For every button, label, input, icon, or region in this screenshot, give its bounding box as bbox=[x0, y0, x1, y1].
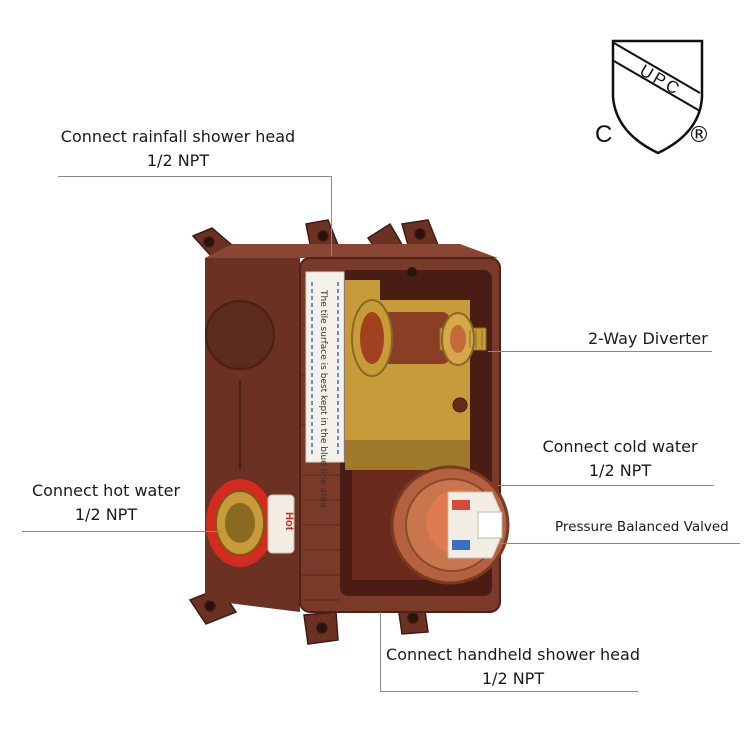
diverter-callout: 2-Way Diverter bbox=[588, 327, 708, 351]
upc-shield-band-line-2 bbox=[613, 60, 701, 112]
handheld-leader-v bbox=[380, 612, 381, 692]
cold-leader bbox=[498, 485, 714, 486]
cold-callout-title: Connect cold water bbox=[542, 437, 698, 456]
rainfall-leader-v bbox=[331, 176, 332, 256]
hot-callout: Connect hot water 1/2 NPT bbox=[18, 479, 194, 527]
tile-instruction-sticker: The tile surface is best kept in the blu… bbox=[305, 271, 345, 508]
pressure-leader bbox=[500, 543, 740, 544]
diverter-leader bbox=[488, 351, 712, 352]
bolt bbox=[452, 397, 468, 413]
pressure-cartridge bbox=[352, 465, 510, 585]
diverter-callout-title: 2-Way Diverter bbox=[588, 329, 708, 348]
handheld-callout: Connect handheld shower head 1/2 NPT bbox=[380, 643, 646, 691]
upc-certification-logo: UPC C ® bbox=[595, 39, 710, 155]
rainfall-callout: Connect rainfall shower head 1/2 NPT bbox=[40, 125, 316, 173]
hot-label: Hot bbox=[283, 512, 295, 531]
tile-instruction-text: The tile surface is best kept in the blu… bbox=[318, 289, 328, 508]
rainfall-callout-title: Connect rainfall shower head bbox=[60, 127, 296, 146]
rainfall-leader-h bbox=[58, 176, 332, 177]
handheld-callout-size: 1/2 NPT bbox=[481, 669, 545, 688]
upc-c-letter: C bbox=[595, 121, 612, 148]
side-cap bbox=[205, 300, 275, 370]
upc-shield-band-line bbox=[613, 42, 701, 94]
hot-water-inlet: Hot bbox=[206, 479, 295, 567]
cold-callout-size: 1/2 NPT bbox=[588, 461, 652, 480]
pressure-callout: Pressure Balanced Valved bbox=[555, 515, 729, 539]
diverter-stem bbox=[351, 299, 487, 377]
handheld-callout-title: Connect handheld shower head bbox=[386, 645, 640, 664]
hot-callout-size: 1/2 NPT bbox=[74, 505, 138, 524]
handheld-leader-h bbox=[380, 691, 638, 692]
cold-callout: Connect cold water 1/2 NPT bbox=[525, 435, 715, 483]
brass-block-shade bbox=[345, 440, 470, 470]
rainfall-callout-size: 1/2 NPT bbox=[146, 151, 210, 170]
registered-icon: ® bbox=[688, 123, 710, 148]
valve-body-top-face bbox=[205, 244, 498, 258]
hot-callout-title: Connect hot water bbox=[31, 481, 181, 500]
pressure-callout-title: Pressure Balanced Valved bbox=[555, 519, 729, 535]
upc-shield-icon bbox=[611, 39, 704, 155]
hot-leader bbox=[22, 531, 222, 532]
bolt bbox=[407, 267, 417, 277]
